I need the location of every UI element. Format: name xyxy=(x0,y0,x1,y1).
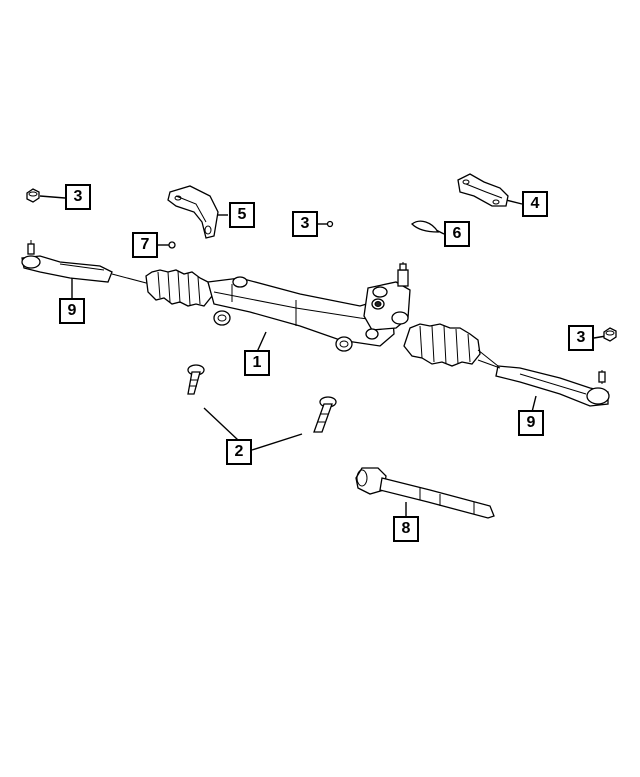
callout-2: 2 xyxy=(226,439,252,465)
bracket-left xyxy=(167,185,219,239)
rack-and-pinion-gear xyxy=(145,262,499,367)
callout-4: 4 xyxy=(522,191,548,217)
callout-9-right: 9 xyxy=(518,410,544,436)
callout-3-left: 3 xyxy=(65,184,91,210)
callout-7: 7 xyxy=(132,232,158,258)
tie-rod-end-right xyxy=(477,359,610,407)
nut-small xyxy=(168,241,176,249)
callout-5: 5 xyxy=(229,202,255,228)
callout-9-left: 9 xyxy=(59,298,85,324)
bolt-right xyxy=(313,396,337,433)
bolt-left xyxy=(187,364,205,395)
inner-tie-rod xyxy=(355,467,495,519)
nut-left xyxy=(26,188,40,203)
insulator xyxy=(411,220,440,233)
leader-lines xyxy=(39,195,607,518)
nut-right xyxy=(603,327,617,342)
callout-1: 1 xyxy=(244,350,270,376)
callout-6: 6 xyxy=(444,221,470,247)
callout-8: 8 xyxy=(393,516,419,542)
nut-middle xyxy=(326,220,334,228)
bracket-right xyxy=(457,173,509,207)
callout-3-right: 3 xyxy=(568,325,594,351)
tie-rod-end-left xyxy=(21,240,151,285)
callout-3-middle: 3 xyxy=(292,211,318,237)
